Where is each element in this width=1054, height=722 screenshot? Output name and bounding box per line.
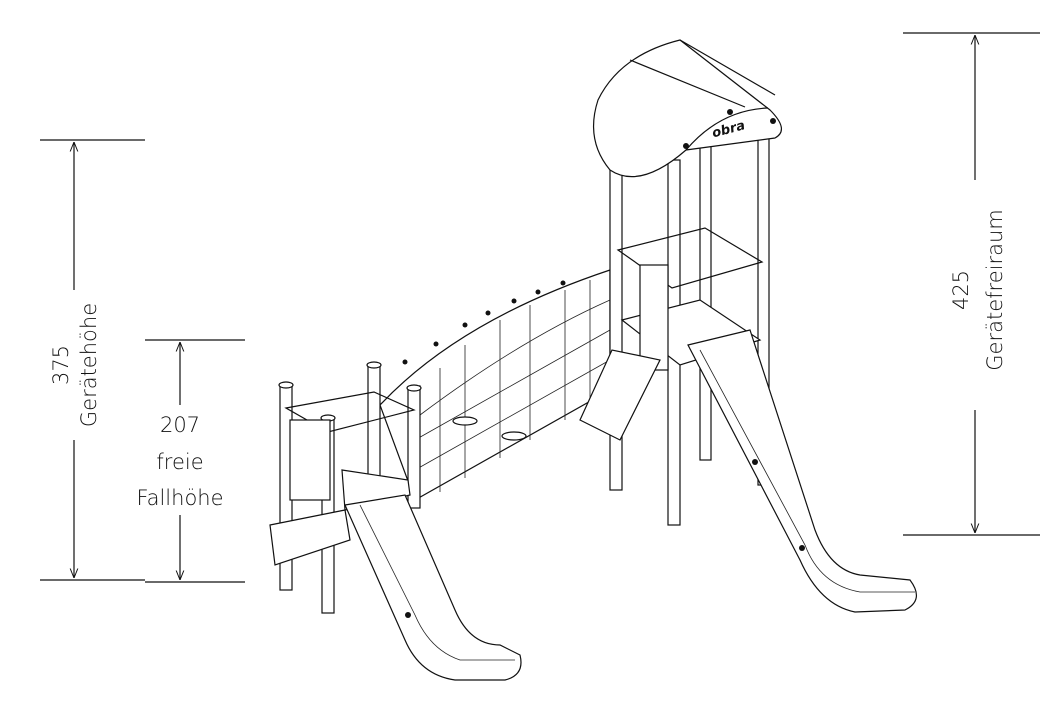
roof: obra bbox=[592, 39, 782, 178]
height-label: Gerätehöhe bbox=[77, 303, 101, 427]
height-value: 375 bbox=[49, 345, 73, 385]
fall-height-label-2: Fallhöhe bbox=[136, 486, 223, 510]
clearance-label: Gerätefreiraum bbox=[983, 209, 1007, 370]
clearance-value: 425 bbox=[949, 270, 973, 310]
slide-small bbox=[344, 494, 522, 681]
tall-tower bbox=[579, 124, 770, 526]
fall-height-value: 207 bbox=[160, 413, 200, 437]
dimension-free-fall-height: 207 freie Fallhöhe bbox=[136, 339, 245, 583]
slide-large bbox=[687, 329, 917, 613]
dimension-clearance: 425 Gerätefreiraum bbox=[903, 32, 1040, 536]
dimension-equipment-height: 375 Gerätehöhe bbox=[40, 139, 145, 581]
small-tower bbox=[269, 361, 422, 614]
fall-height-label-1: freie bbox=[156, 450, 203, 474]
